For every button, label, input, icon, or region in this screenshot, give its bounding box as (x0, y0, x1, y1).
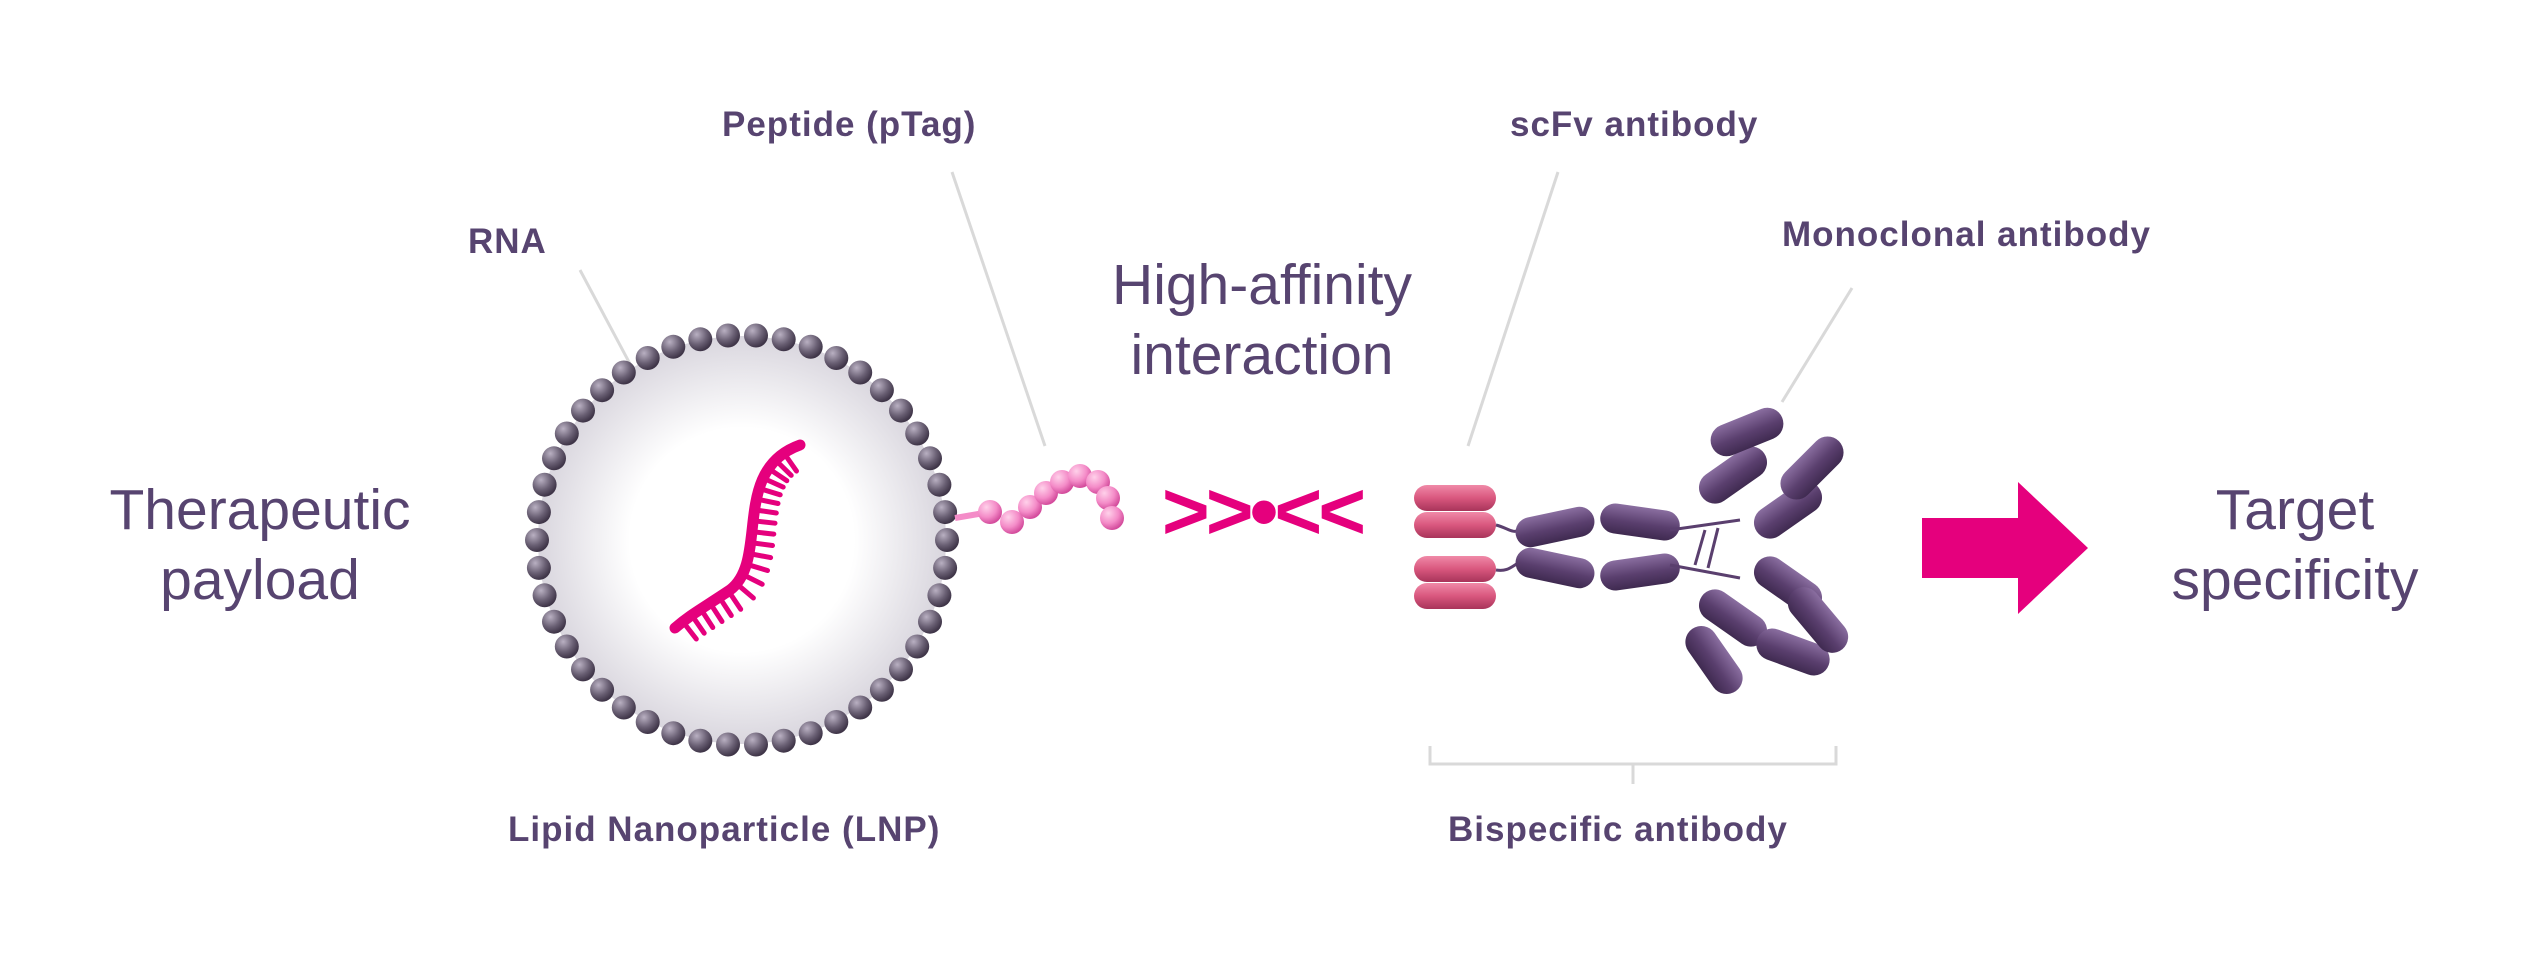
lipid-bead (590, 677, 615, 702)
rna-base (689, 612, 707, 636)
lipid-bead (824, 346, 849, 370)
rna-base (749, 529, 777, 537)
lipid-nanoparticle (525, 323, 959, 757)
lipid-bead (824, 710, 849, 734)
leader-line-scfv (1466, 171, 1560, 447)
peptide-bead (1018, 495, 1042, 519)
lnp-core (538, 336, 946, 744)
interaction-symbol: >>•<< (1161, 466, 1366, 557)
lipid-bead (532, 472, 557, 497)
lipid-bead (661, 334, 686, 359)
rna-base (726, 588, 744, 612)
lipid-bead (526, 555, 551, 580)
right-arrow-icon (1922, 482, 2088, 614)
label-lnp: Lipid Nanoparticle (LNP) (508, 810, 941, 849)
lipid-bead (635, 346, 660, 370)
peptide-tag (954, 464, 1124, 534)
lipid-bead (611, 695, 636, 720)
rna-base (766, 466, 790, 484)
rna-base (750, 518, 778, 526)
rna-bases (680, 450, 799, 642)
label-peptide: Peptide (pTag) (722, 105, 977, 144)
lipid-bead (933, 500, 958, 525)
peptide-bead (1100, 506, 1124, 530)
lipid-bead (554, 634, 579, 659)
lipid-bilayer-ring (525, 323, 959, 757)
rna-base (698, 606, 716, 630)
rna-base (716, 594, 734, 618)
lipid-bead (869, 378, 894, 403)
lipid-bead (635, 710, 660, 734)
peptide-bead (1000, 510, 1024, 534)
lipid-bead (554, 421, 579, 446)
leader-line-peptide (950, 171, 1047, 447)
lipid-bead (716, 323, 740, 348)
rna-base (748, 540, 775, 548)
scfv-domains (1414, 485, 1521, 609)
lipid-bead (889, 398, 913, 423)
lipid-bead (933, 555, 958, 580)
rna-base (746, 551, 774, 561)
lipid-bead (798, 334, 823, 359)
lipid-bead (935, 528, 959, 552)
label-scfv: scFv antibody (1510, 105, 1759, 144)
lipid-bead (532, 583, 557, 608)
lipid-bead (771, 728, 796, 753)
lipid-bead (905, 421, 930, 446)
lipid-bead (918, 446, 942, 471)
lipid-bead (771, 327, 796, 352)
lipid-bead (688, 728, 713, 753)
lipid-bead (744, 732, 768, 757)
label-rna: RNA (468, 222, 547, 261)
rna-base (743, 561, 770, 573)
rna-base (707, 600, 725, 624)
lipid-bead (526, 500, 551, 525)
label-therapeutic-payload: Therapeutic payload (109, 478, 411, 612)
rna-base (781, 450, 799, 474)
lipid-bead (798, 721, 823, 746)
lipid-bead (716, 732, 740, 757)
peptide-bead (978, 500, 1002, 524)
peptide-bead (1096, 486, 1120, 510)
lipid-bead (611, 360, 636, 385)
lipid-bead (848, 360, 873, 385)
rna-strand (669, 439, 806, 642)
lipid-bead (542, 609, 566, 634)
label-high-affinity: High-affinity interaction (1112, 253, 1412, 387)
lipid-bead (905, 634, 930, 659)
rna-base (773, 457, 794, 478)
peptide-beads (978, 464, 1124, 534)
lipid-bead (542, 446, 566, 471)
label-target-specificity: Target specificity (2171, 478, 2419, 612)
lipid-bead (571, 657, 595, 682)
lipid-bead (918, 609, 942, 634)
rna-base (680, 619, 699, 642)
lipid-bead (869, 677, 894, 702)
lipid-bead (927, 583, 952, 608)
bispecific-bracket (1428, 746, 1838, 784)
rna-base (760, 475, 786, 490)
lipid-bead (889, 657, 913, 682)
rna-base (754, 496, 781, 506)
lipid-bead (927, 472, 952, 497)
lipid-bead (848, 695, 873, 720)
lipid-bead (744, 323, 768, 348)
lipid-bead (688, 327, 713, 352)
label-bispecific: Bispecific antibody (1448, 810, 1788, 849)
rna-base (756, 485, 783, 498)
lipid-bead (661, 721, 686, 746)
lipid-bead (571, 398, 595, 423)
label-monoclonal: Monoclonal antibody (1782, 215, 2151, 254)
lipid-bead (590, 378, 615, 403)
lipid-bead (525, 528, 549, 552)
leader-line-monoclonal (1780, 287, 1854, 403)
rna-base (740, 571, 765, 587)
rna-base (752, 507, 779, 516)
monoclonal-antibody (1515, 407, 1849, 695)
rna-base (734, 581, 756, 601)
